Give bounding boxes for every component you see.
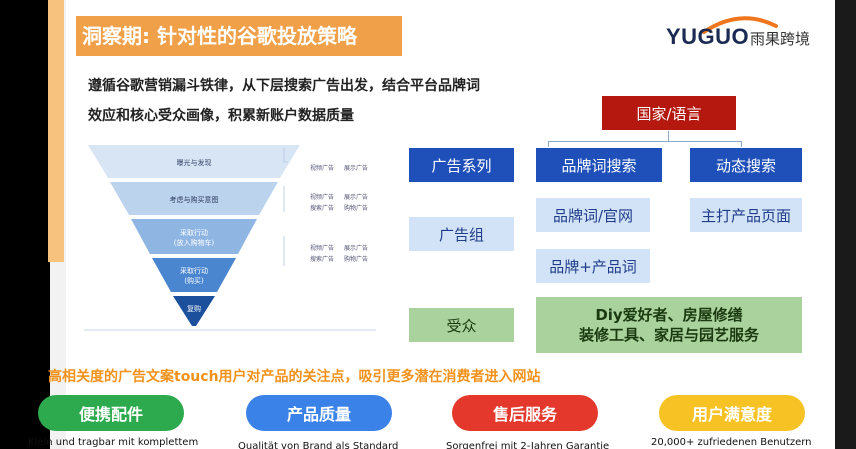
funnel-stage-3 (131, 219, 257, 254)
brand-product-box: 品牌+产品词 (536, 249, 650, 283)
funnel-stage-4 (152, 258, 236, 292)
funnel-stage-3-label: 采取行动 (180, 228, 208, 237)
funnel-stage-2 (110, 182, 278, 215)
pill-product-quality: 产品质量 (246, 395, 392, 431)
funnel-tag: 购物广告 (344, 205, 369, 212)
logo-cn: 雨果跨境 (750, 30, 811, 48)
funnel-tag: 视频广告 (310, 165, 335, 172)
accent-strip (48, 0, 64, 262)
funnel-stage-2-label: 考虑与购买意图 (170, 195, 219, 204)
funnel-tag: 视频广告 (310, 245, 335, 252)
pill-sub-3: Sorgenfrei mit 2-Jahren Garantie (446, 441, 610, 449)
tagline: 高相关度的广告文案touch用户对产品的关注点，吸引更多潜在消费者进入网站 (48, 369, 541, 385)
pill-user-satisfaction: 用户满意度 (659, 395, 805, 431)
funnel-stage-1 (88, 145, 300, 178)
funnel-tag: 视频广告 (310, 194, 335, 201)
pill-sub-2: Qualität von Brand als Standard (238, 441, 399, 449)
funnel-stage-5-label: 复购 (187, 304, 201, 313)
marketing-funnel: 曝光与发现 考虑与购买意图 采取行动 (放入购物车) 采取行动 (购买) 复购 (84, 145, 376, 331)
pill-sub-4: 20,000+ zufriedenen Benutzern (651, 437, 812, 448)
funnel-tag: 展示广告 (344, 245, 369, 252)
funnel-stage-5 (173, 296, 215, 326)
campaign-box: 广告系列 (409, 148, 514, 182)
brand-search-box: 品牌词搜索 (536, 148, 662, 182)
connector-country-stem (668, 131, 669, 141)
left-letterbox (0, 0, 50, 449)
audience-desc-box: Diy爱好者、房屋修缮 装修工具、家居与园艺服务 (536, 297, 802, 353)
audience-desc-line-2: 装修工具、家居与园艺服务 (578, 326, 759, 344)
brand-official-box: 品牌词/官网 (536, 198, 650, 232)
funnel-stage-4-label2: (购买) (184, 276, 204, 285)
main-product-page-box: 主打产品页面 (690, 198, 802, 232)
funnel-tag: 展示广告 (344, 165, 369, 172)
logo-text: YUGUO (666, 24, 750, 49)
funnel-stage-4-label: 采取行动 (180, 266, 208, 275)
funnel-tag: 购物广告 (344, 256, 369, 263)
intro-line-1: 遵循谷歌营销漏斗铁律，从下层搜索广告出发，结合平台品牌词 (88, 78, 480, 94)
funnel-tag: 展示广告 (344, 194, 369, 201)
pill-after-sales: 售后服务 (452, 395, 598, 431)
funnel-stage-3-label2: (放入购物车) (174, 238, 215, 247)
funnel-tag: 搜索广告 (310, 256, 335, 263)
pill-portable-accessories: 便携配件 (38, 395, 184, 431)
page-title: 洞察期: 针对性的谷歌投放策略 (76, 16, 402, 56)
logo-swoosh-icon (702, 16, 778, 34)
funnel-tag: 搜索广告 (310, 205, 335, 212)
funnel-stage-1-label: 曝光与发现 (177, 158, 212, 167)
intro-line-2: 效应和核心受众画像，积累新账户数据质量 (88, 108, 354, 124)
dynamic-search-box: 动态搜索 (690, 148, 802, 182)
audience-desc-line-1: Diy爱好者、房屋修缮 (595, 306, 743, 324)
country-language-box: 国家/语言 (602, 96, 736, 130)
right-letterbox (835, 0, 856, 449)
adgroup-box: 广告组 (409, 217, 514, 251)
connector-country (548, 141, 742, 147)
pill-sub-1: Klein und tragbar mit komplettem (28, 437, 199, 448)
audience-box: 受众 (409, 308, 514, 342)
